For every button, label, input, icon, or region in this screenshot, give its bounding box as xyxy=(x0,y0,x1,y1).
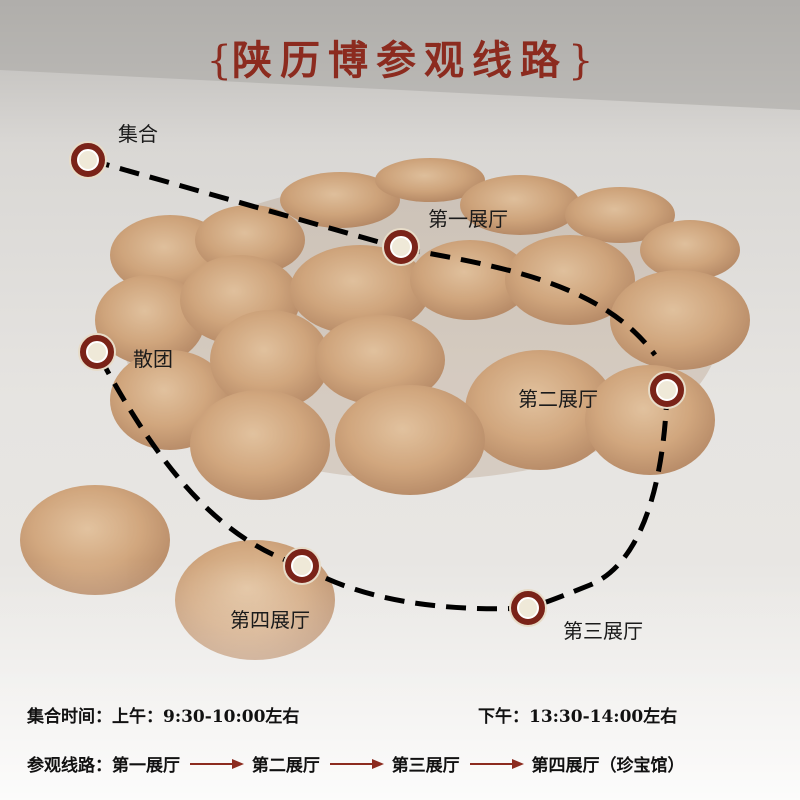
route-item-hall3: 第三展厅 xyxy=(391,756,460,776)
route-item-hall1: 第一展厅 xyxy=(112,756,180,776)
marker-assemble xyxy=(69,141,107,179)
stop-label-hall1: 第一展厅 xyxy=(428,207,508,231)
schedule-label: 集合时间： xyxy=(27,707,112,727)
schedule-afternoon: 下午：13:30-14:00左右 xyxy=(478,707,678,727)
stop-label-hall2: 第二展厅 xyxy=(518,387,598,411)
route-path-hall1-to-hall2 xyxy=(399,245,658,357)
stop-label-hall3: 第三展厅 xyxy=(563,619,643,643)
page-title: {陕历博参观线路} xyxy=(0,28,800,86)
route-path-hall4-to-dismiss xyxy=(94,350,303,569)
stop-label-dismiss: 散团 xyxy=(133,347,173,371)
marker-hall3 xyxy=(509,589,547,627)
route-path-hall3-to-hall4 xyxy=(300,563,529,612)
right-arrow-icon xyxy=(329,758,384,769)
route-item-hall4: 第四展厅（珍宝馆） xyxy=(531,756,685,776)
marker-dismiss xyxy=(78,333,116,371)
stop-label-assemble: 集合 xyxy=(118,122,158,146)
route-path-hall2-to-hall3 xyxy=(527,389,670,611)
route-row: 参观线路：第一展厅 第二展厅 第三展厅 第四展厅（珍宝馆） xyxy=(27,751,685,776)
route-label: 参观线路： xyxy=(27,756,112,776)
stop-label-hall4: 第四展厅 xyxy=(230,608,310,632)
title-text: 陕历博参观线路 xyxy=(232,37,568,84)
right-arrow-icon xyxy=(469,758,524,769)
schedule-row: 集合时间：上午：9:30-10:00左右 xyxy=(27,702,299,727)
marker-hall4 xyxy=(283,547,321,585)
marker-hall2 xyxy=(648,371,686,409)
schedule-morning: 上午：9:30-10:00左右 xyxy=(112,707,300,727)
right-arrow-icon xyxy=(189,758,244,769)
route-path-assemble-to-hall1 xyxy=(89,157,401,251)
title-brace-right: } xyxy=(568,38,594,84)
marker-hall1 xyxy=(382,228,420,266)
route-item-hall2: 第二展厅 xyxy=(251,756,320,776)
title-brace-left: { xyxy=(206,38,232,84)
